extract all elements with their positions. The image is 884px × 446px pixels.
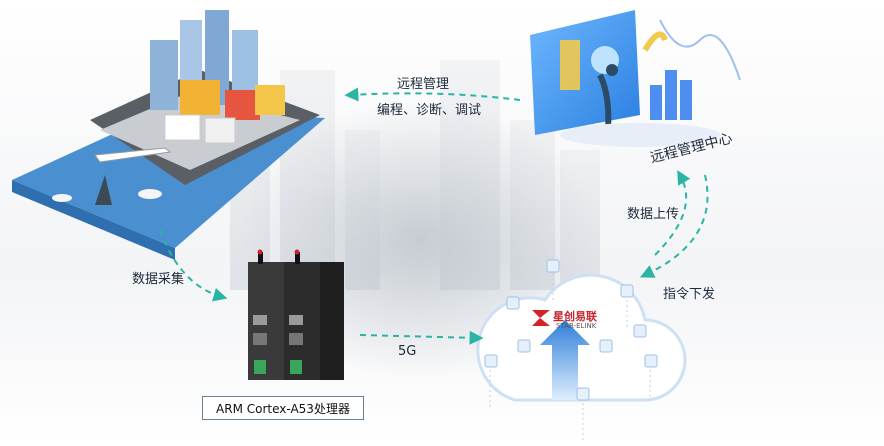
city-illustration [12, 10, 325, 260]
data-upload-label: 数据上传 [627, 203, 679, 222]
data-collection-label: 数据采集 [132, 268, 184, 287]
processor-label: ARM Cortex-A53处理器 [202, 396, 364, 420]
arrow-5g [360, 335, 478, 338]
remote-management-sub-label: 编程、诊断、调试 [377, 99, 481, 118]
remote-management-label: 远程管理 [397, 73, 449, 92]
router-device [248, 250, 344, 381]
brand-name-en: STAR-ELINK [556, 322, 596, 330]
smart-screen-illustration [530, 10, 740, 147]
network-5g-label: 5G [398, 344, 416, 359]
cloud-icon [478, 275, 685, 400]
arrow-command-down [645, 175, 708, 275]
command-down-label: 指令下发 [663, 283, 715, 302]
